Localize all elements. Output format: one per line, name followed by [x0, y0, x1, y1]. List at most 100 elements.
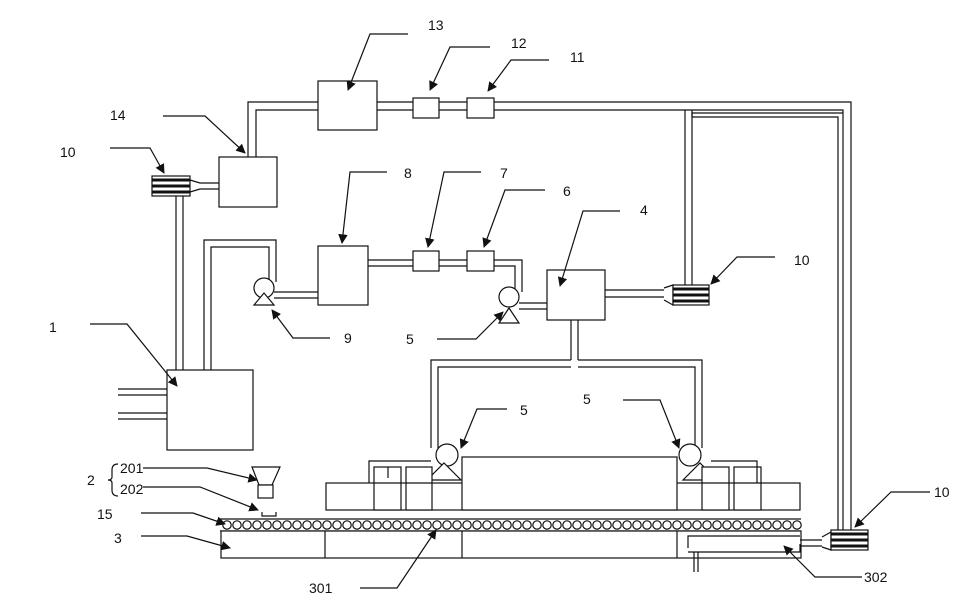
roller	[492, 520, 502, 530]
roller	[402, 520, 412, 530]
roller	[562, 520, 572, 530]
label-15: 15	[97, 506, 113, 522]
roller	[442, 520, 452, 530]
label-9: 9	[344, 330, 352, 346]
label-5-left: 5	[520, 402, 528, 418]
roller	[642, 520, 652, 530]
roller	[422, 520, 432, 530]
unit-4-box	[546, 269, 606, 321]
roller	[282, 520, 292, 530]
roller	[582, 520, 592, 530]
label-11: 11	[570, 49, 585, 65]
label-301: 301	[309, 580, 333, 596]
label-5-middle: 5	[406, 331, 414, 347]
roller	[392, 520, 402, 530]
roller	[372, 520, 382, 530]
label-12: 12	[511, 35, 527, 51]
kiln-base	[220, 530, 822, 572]
label-10-right: 10	[794, 252, 810, 268]
roller	[772, 520, 782, 530]
roller	[332, 520, 342, 530]
label-8: 8	[404, 165, 412, 181]
roller	[752, 520, 762, 530]
roller	[462, 520, 472, 530]
roller	[522, 520, 532, 530]
roller	[682, 520, 692, 530]
unit-11-box	[466, 97, 495, 119]
roller	[652, 520, 662, 530]
label-1: 1	[49, 319, 57, 335]
roller	[542, 520, 552, 530]
unit-8-box	[317, 245, 369, 306]
roller	[532, 520, 542, 530]
label-4: 4	[640, 202, 648, 218]
roller	[312, 520, 322, 530]
roller	[302, 520, 312, 530]
kiln-hood	[325, 456, 801, 511]
roller	[262, 520, 272, 530]
label-10-bottom: 10	[934, 484, 950, 500]
roller	[732, 520, 742, 530]
roller	[252, 520, 262, 530]
roller	[762, 520, 772, 530]
roller	[452, 520, 462, 530]
label-302: 302	[864, 569, 888, 585]
roller	[482, 520, 492, 530]
roller	[632, 520, 642, 530]
filter-10-left	[151, 175, 219, 197]
roller	[672, 520, 682, 530]
roller	[592, 520, 602, 530]
roller	[742, 520, 752, 530]
top-pipe-loop	[247, 101, 852, 530]
pump-9	[252, 277, 276, 306]
roller	[412, 520, 422, 530]
roller-conveyor	[220, 518, 802, 532]
unit-6-box	[466, 250, 495, 272]
label-6: 6	[563, 183, 571, 199]
roller	[692, 520, 702, 530]
roller	[512, 520, 522, 530]
roller	[722, 520, 732, 530]
roller	[602, 520, 612, 530]
roller	[342, 520, 352, 530]
pump-5-lower-left	[425, 443, 463, 481]
leader-lines	[90, 33, 930, 589]
unit-12-box	[412, 97, 440, 119]
roller	[322, 520, 332, 530]
filter-10-bottom	[821, 529, 869, 551]
label-13: 13	[428, 17, 444, 33]
label-5-right: 5	[583, 391, 591, 407]
roller	[712, 520, 722, 530]
roller	[472, 520, 482, 530]
labels: 13 12 11 14 10 8 7 6 4 10 9 5 1 5 5 2 20…	[49, 17, 950, 596]
roller	[572, 520, 582, 530]
label-3: 3	[114, 530, 122, 546]
roller	[222, 520, 232, 530]
label-202: 202	[120, 481, 144, 497]
label-2: 2	[87, 472, 95, 488]
unit-13-box	[317, 80, 378, 131]
unit-7-box	[412, 250, 440, 272]
roller	[702, 520, 712, 530]
roller	[792, 520, 802, 530]
roller	[622, 520, 632, 530]
roller	[662, 520, 672, 530]
roller	[612, 520, 622, 530]
label-7: 7	[500, 165, 508, 181]
roller	[362, 520, 372, 530]
pump-5-middle	[497, 286, 521, 324]
label-14: 14	[110, 107, 126, 123]
roller	[552, 520, 562, 530]
unit-1-box	[166, 369, 254, 451]
roller	[352, 520, 362, 530]
roller	[782, 520, 792, 530]
roller	[382, 520, 392, 530]
unit-14-box	[218, 156, 278, 208]
roller	[232, 520, 242, 530]
roller	[242, 520, 252, 530]
roller	[432, 520, 442, 530]
label-10-left: 10	[60, 144, 76, 160]
label-201: 201	[120, 460, 144, 476]
